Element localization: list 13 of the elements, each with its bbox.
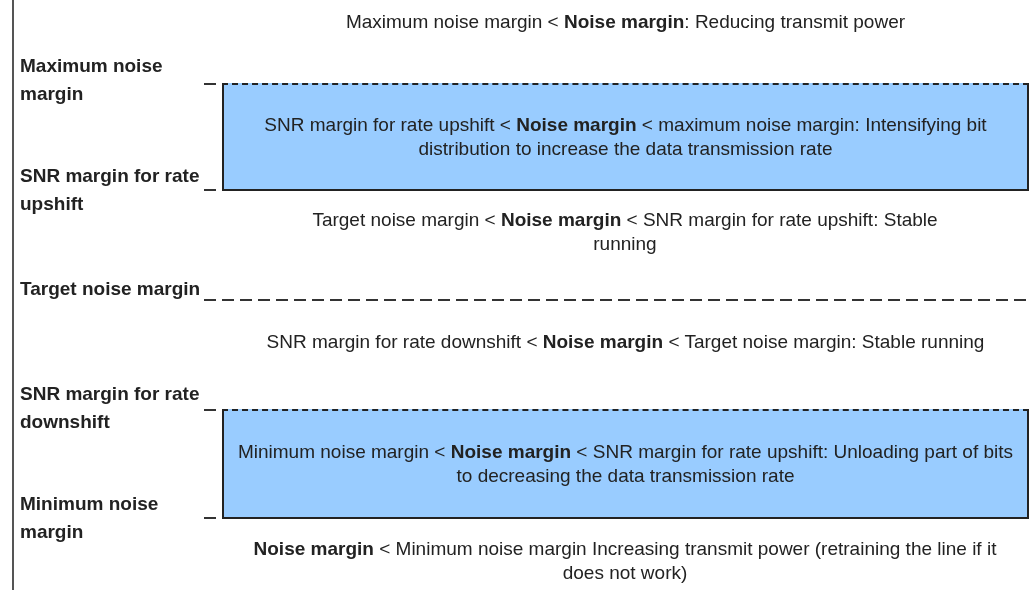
band-text: Target noise margin < Noise margin < SNR margin for rate upshift: Stable running	[311, 208, 939, 256]
level-label: Maximum noise margin	[20, 54, 164, 106]
level-label: Target noise margin	[20, 277, 202, 301]
range-band	[222, 83, 1029, 191]
band-text: Maximum noise margin < Noise margin: Reducing transmit power	[344, 10, 907, 34]
level-label: SNR margin for rate downshift	[20, 382, 201, 434]
level-label: SNR margin for rate upshift	[20, 164, 201, 216]
band-text: Noise margin < Minimum noise margin Increasing transmit power (retraining the line if it does not work)	[252, 537, 998, 585]
level-label: Minimum noise margin	[20, 492, 160, 544]
band-text: SNR margin for rate downshift < Noise margin < Target noise margin: Stable running	[265, 330, 986, 354]
range-band	[222, 409, 1029, 519]
band-text: Minimum noise margin < Noise margin < SNR margin for rate upshift: Unloading part of bits to decreasing the data transmission rate	[236, 440, 1015, 488]
band-text: SNR margin for rate upshift < Noise margin < maximum noise margin: Intensifying bit distribution to increase the data transmission rate	[263, 113, 988, 161]
